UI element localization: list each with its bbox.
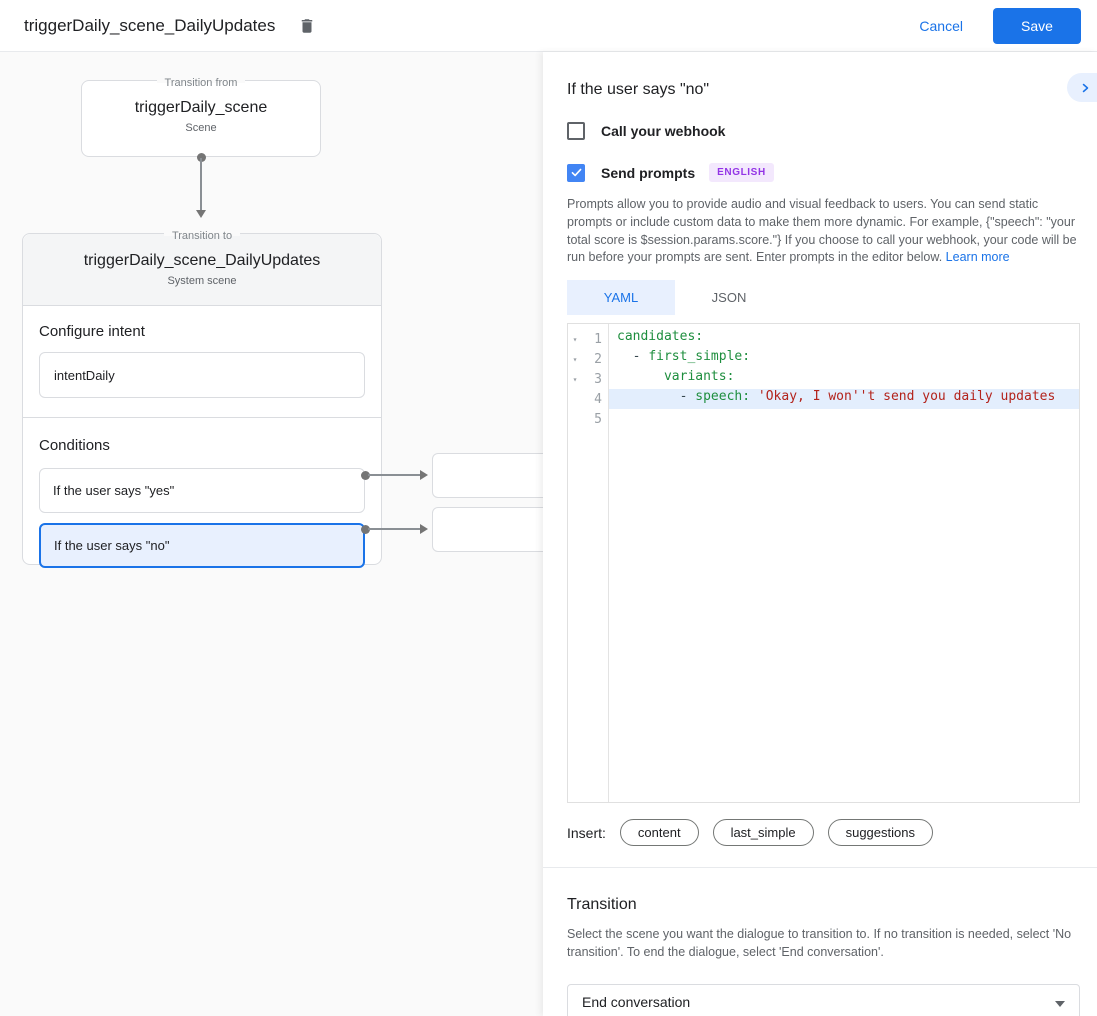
code-token: - — [617, 349, 649, 364]
cancel-button[interactable]: Cancel — [909, 10, 973, 42]
connector-dot — [197, 153, 206, 162]
page-title: triggerDaily_scene_DailyUpdates — [24, 15, 276, 35]
transition-from-node[interactable]: Transition from triggerDaily_scene Scene — [81, 77, 321, 157]
tab-json[interactable]: JSON — [711, 290, 747, 305]
condition-item-no[interactable]: If the user says "no" — [39, 523, 365, 568]
arrow-down-icon — [196, 210, 206, 218]
insert-chip-suggestions[interactable]: suggestions — [827, 819, 933, 846]
gutter-row[interactable]: ▾1 — [568, 329, 608, 349]
code-token: variants: — [663, 369, 735, 384]
conditions-label: Conditions — [39, 437, 110, 454]
header-actions: Cancel Save — [909, 7, 1081, 44]
insert-row: Insert: content last_simple suggestions — [543, 819, 1097, 846]
app-header: triggerDaily_scene_DailyUpdates Cancel S… — [0, 0, 1097, 52]
configure-intent-section: Configure intent intentDaily — [23, 306, 381, 418]
intent-field[interactable]: intentDaily — [39, 352, 365, 398]
prompts-description-text: Prompts allow you to provide audio and v… — [567, 197, 1077, 265]
to-scene-title: triggerDaily_scene_DailyUpdates — [83, 252, 321, 269]
connector-dot — [361, 525, 370, 534]
condition-target-box[interactable] — [432, 453, 543, 498]
arrow-right-icon — [420, 470, 428, 480]
gutter-row: 4 — [568, 389, 608, 409]
code-line[interactable]: variants: — [609, 369, 1079, 389]
webhook-label: Call your webhook — [601, 123, 726, 139]
gutter-row: 5 — [568, 409, 608, 429]
webhook-checkbox[interactable] — [567, 122, 585, 140]
language-badge: ENGLISH — [709, 163, 774, 182]
code-line[interactable]: - first_simple: — [609, 349, 1079, 369]
code-token — [750, 389, 758, 404]
condition-target-box[interactable] — [432, 507, 543, 552]
trash-icon — [302, 18, 313, 33]
code-token: candidates: — [617, 329, 704, 344]
insert-label: Insert: — [567, 824, 606, 841]
code-line[interactable]: candidates: — [609, 329, 1079, 349]
connector-line-vertical — [200, 158, 202, 210]
configure-intent-label: Configure intent — [39, 323, 145, 340]
arrow-right-icon — [420, 524, 428, 534]
code-token: 'Okay, I won''t send you daily updates — [757, 389, 1056, 404]
send-prompts-label: Send prompts — [601, 164, 696, 181]
scene-diagram-canvas: Transition from triggerDaily_scene Scene… — [0, 52, 543, 1016]
line-number: 5 — [594, 411, 602, 427]
transition-from-legend: Transition from — [82, 73, 320, 91]
gutter-row[interactable]: ▾3 — [568, 369, 608, 389]
chevron-right-icon — [1082, 83, 1089, 92]
send-prompts-checkbox[interactable] — [567, 163, 585, 182]
main-content: Transition from triggerDaily_scene Scene… — [0, 52, 1097, 1016]
insert-chip-last-simple[interactable]: last_simple — [712, 819, 814, 846]
section-divider — [543, 867, 1097, 868]
line-number: 3 — [594, 371, 602, 387]
code-token: - — [617, 389, 696, 404]
line-number: 2 — [594, 351, 602, 367]
to-scene-subtitle: System scene — [167, 275, 237, 287]
code-token: speech: — [695, 389, 751, 404]
save-button[interactable]: Save — [993, 7, 1081, 44]
fold-arrow-icon[interactable]: ▾ — [572, 354, 578, 364]
code-line[interactable]: - speech: 'Okay, I won''t send you daily… — [609, 389, 1079, 409]
condition-editor-panel: If the user says "no" Call your webhook … — [543, 52, 1097, 1016]
transition-heading: Transition — [567, 896, 637, 913]
check-icon — [571, 168, 581, 177]
from-scene-title: triggerDaily_scene — [134, 99, 268, 116]
to-scene-header: triggerDaily_scene_DailyUpdates System s… — [23, 234, 381, 306]
delete-button[interactable] — [293, 12, 321, 40]
condition-item-yes[interactable]: If the user says "yes" — [39, 468, 365, 513]
connector-dot — [361, 471, 370, 480]
send-prompts-checkbox-row[interactable]: Send prompts ENGLISH — [543, 163, 1097, 182]
editor-tabs: YAML JSON — [543, 280, 1097, 315]
webhook-checkbox-row[interactable]: Call your webhook — [543, 122, 1097, 140]
code-token: first_simple: — [648, 349, 751, 364]
line-number: 1 — [594, 331, 602, 347]
code-line[interactable] — [609, 409, 1079, 429]
prompts-description: Prompts allow you to provide audio and v… — [543, 196, 1097, 267]
connector-line-horizontal — [368, 474, 420, 476]
gutter-row[interactable]: ▾2 — [568, 349, 608, 369]
learn-more-link[interactable]: Learn more — [945, 250, 1010, 265]
transition-select-value: End conversation — [582, 994, 691, 1010]
transition-to-node[interactable]: Transition to triggerDaily_scene_DailyUp… — [22, 230, 382, 568]
transition-description: Select the scene you want the dialogue t… — [567, 927, 1072, 959]
connector-line-horizontal — [368, 528, 420, 530]
fold-arrow-icon[interactable]: ▾ — [572, 334, 578, 344]
tab-yaml[interactable]: YAML — [567, 280, 675, 315]
code-token — [617, 369, 664, 384]
transition-select[interactable]: End conversation — [567, 983, 1080, 1016]
collapse-panel-button[interactable] — [1067, 73, 1097, 102]
panel-title: If the user says "no" — [567, 81, 710, 98]
insert-chip-content[interactable]: content — [619, 819, 699, 846]
from-scene-subtitle: Scene — [185, 122, 217, 134]
conditions-section: Conditions If the user says "yes" If the… — [23, 418, 381, 568]
code-editor-lines[interactable]: candidates: - first_simple: variants: - … — [609, 324, 1079, 802]
dropdown-caret-icon — [1055, 1000, 1065, 1007]
line-number: 4 — [594, 391, 602, 407]
fold-arrow-icon[interactable]: ▾ — [572, 374, 578, 384]
